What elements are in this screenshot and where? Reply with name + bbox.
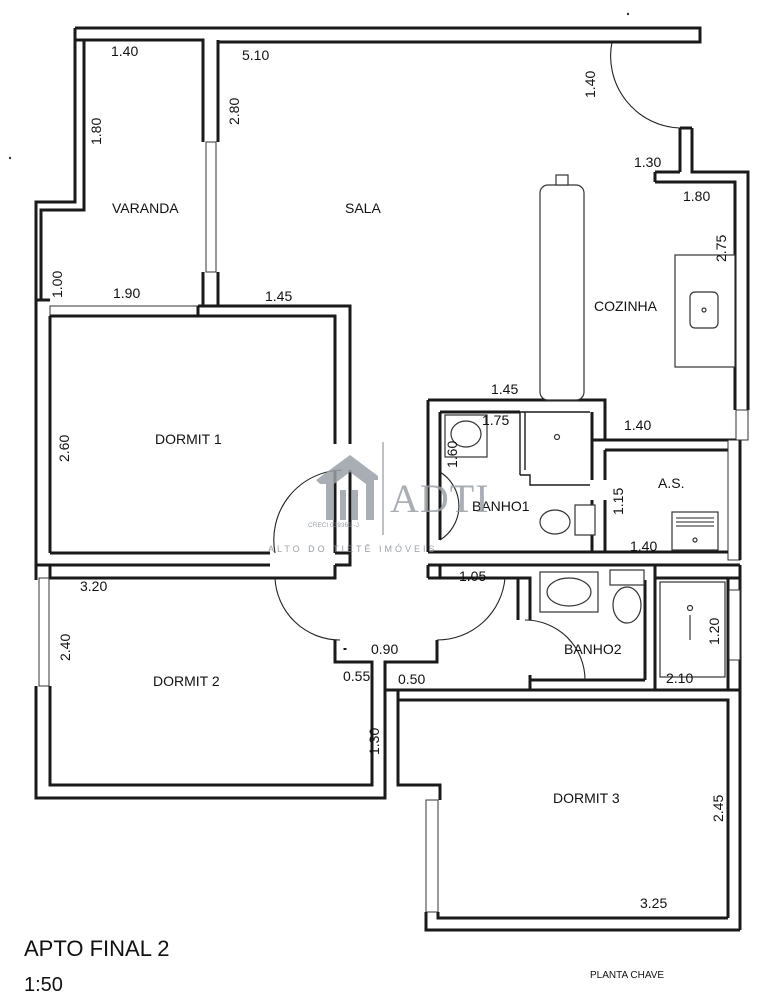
dormit3-bottom <box>424 912 740 932</box>
dim-hall-width: 0.90 <box>371 641 398 657</box>
plan-scale: 1:50 <box>24 974 63 996</box>
dim-door-entry: 1.40 <box>582 71 598 98</box>
varanda-sala-wall <box>201 40 220 306</box>
room-label-cozinha: COZINHA <box>594 298 658 314</box>
dim-banho1-inner: 1.75 <box>482 412 509 428</box>
dim-cozinha-side: 2.75 <box>713 235 729 262</box>
dim-sala-side: 2.80 <box>226 98 242 125</box>
dim-as-top: 1.40 <box>624 417 651 433</box>
dim-varanda-bottom: 1.90 <box>113 285 140 301</box>
watermark: ADTI CRECI 039361 -J ALTO DO TIETÊ IMÓVE… <box>268 442 490 554</box>
dim-hall-top: 1.05 <box>459 568 486 584</box>
dim-hall-left: 0.55 <box>343 668 370 684</box>
fixtures <box>444 174 736 678</box>
hall-top <box>426 563 440 578</box>
dormit1-door-swing <box>273 469 343 554</box>
walls <box>34 26 750 932</box>
dim-varanda-side: 1.80 <box>88 118 104 145</box>
dormit2-walls <box>34 565 337 580</box>
dim-sala-bottom: 1.45 <box>265 288 292 304</box>
dormit1-right-wall-lower <box>333 470 352 565</box>
banho1-toilet-icon <box>574 504 596 536</box>
dim-varanda-left: 1.00 <box>49 271 65 298</box>
banho1-shower <box>519 411 590 486</box>
dormit3-window <box>425 799 439 913</box>
banho2-door-swing <box>524 619 586 681</box>
room-label-sala: SALA <box>345 200 381 216</box>
dim-dormit2-side: 2.40 <box>57 634 73 661</box>
watermark-creci: CRECI 039361 -J <box>308 522 359 529</box>
room-label-as: A.S. <box>658 475 684 491</box>
cozinha-walls <box>653 128 750 410</box>
room-label-dormit1: DORMIT 1 <box>155 431 222 447</box>
kitchen-column <box>539 184 585 401</box>
watermark-logo-icon <box>316 455 378 520</box>
dim-cozinha-top: 1.80 <box>683 188 710 204</box>
dim-hall-right: 0.50 <box>398 671 425 687</box>
dim-dormit3-side: 2.45 <box>710 795 726 822</box>
dim-as-side: 1.15 <box>610 488 626 515</box>
banho2-window <box>728 589 741 661</box>
dim-banho2-bottom: 2.10 <box>666 670 693 686</box>
varanda-sala-window <box>205 141 217 273</box>
entry-jamb <box>680 40 692 130</box>
dim-sala-top: 5.10 <box>242 47 269 63</box>
room-labels: VARANDA SALA COZINHA DORMIT 1 DORMIT 2 D… <box>112 200 684 806</box>
banho1-toilet-bowl <box>539 509 571 535</box>
banho2-right <box>643 565 742 690</box>
banho1-door-swing <box>439 471 460 541</box>
banho2-bottom <box>528 675 740 692</box>
watermark-brand: ADTI <box>390 476 490 521</box>
varanda-wall-left <box>39 28 86 300</box>
doors <box>273 41 681 681</box>
dormit2-window <box>38 577 50 687</box>
entry-door-swing <box>610 41 681 129</box>
dim-banho1-side: 1.60 <box>444 441 460 468</box>
dim-cozinha-step: 1.30 <box>634 154 661 170</box>
banho2-toilet-icon <box>609 569 645 586</box>
dormit3-door-swing <box>436 577 506 641</box>
as-window <box>727 439 741 561</box>
cozinha-window <box>735 409 749 441</box>
dim-as-bottom: 1.40 <box>630 538 657 554</box>
dormit1-top-wall-inner <box>50 306 337 444</box>
dormit1-top-wall <box>36 298 352 444</box>
room-label-dormit2: DORMIT 2 <box>153 673 220 689</box>
dim-varanda-top: 1.40 <box>111 43 138 59</box>
banho1-bottom <box>428 550 600 567</box>
room-label-banho2: BANHO2 <box>564 641 622 657</box>
dim-banho1-top: 1.45 <box>491 381 518 397</box>
as-bottom <box>600 440 742 567</box>
dim-dormit2-right: 1.30 <box>366 728 382 755</box>
dim-banho2-side: 1.20 <box>706 618 722 645</box>
as-walls <box>590 438 740 552</box>
watermark-tagline: ALTO DO TIETÊ IMÓVEIS <box>268 544 438 554</box>
dimension-labels: 1.40 1.80 1.90 1.00 5.10 2.80 1.45 1.40 … <box>49 43 729 911</box>
varanda-wall-left-outer <box>34 28 77 300</box>
dormit3-walls <box>383 688 742 930</box>
hall-bottom <box>333 640 439 690</box>
dim-dormit3-bottom: 3.25 <box>640 895 667 911</box>
outer-wall-top-inner <box>75 38 612 44</box>
banho2-toilet-bowl <box>612 586 642 624</box>
plan-title: APTO FINAL 2 <box>24 936 170 961</box>
banho2-shower <box>659 581 726 678</box>
dim-dormit2-top: 3.20 <box>80 578 107 594</box>
room-label-varanda: VARANDA <box>112 200 179 216</box>
dormit2-door-swing <box>274 577 341 641</box>
room-label-banho1: BANHO1 <box>472 498 530 514</box>
outer-wall-top <box>75 26 702 44</box>
room-label-dormit3: DORMIT 3 <box>553 790 620 806</box>
dormit1-left-wall <box>34 300 52 565</box>
dim-dormit1-side: 2.60 <box>56 435 72 462</box>
dormit2-outer <box>34 686 387 800</box>
dormit1-bottom-wall <box>36 551 352 567</box>
plan-key-label: PLANTA CHAVE <box>590 970 665 981</box>
banho1-walls <box>426 398 607 552</box>
